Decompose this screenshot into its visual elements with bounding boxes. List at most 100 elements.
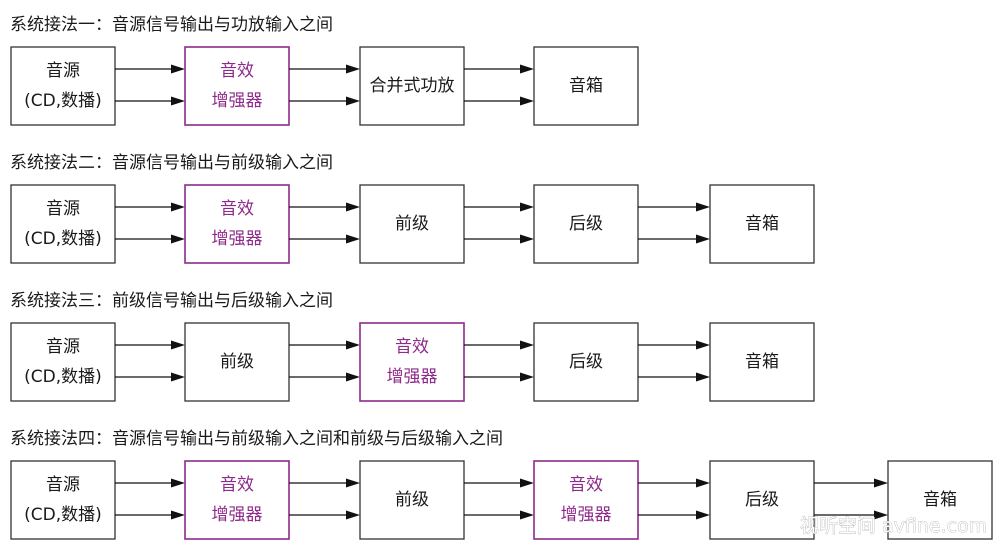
box-frame: [184, 322, 290, 402]
box-frame: [10, 46, 116, 126]
row-title: 系统接法四：音源信号输出与前级输入之间和前级与后级输入之间: [10, 429, 503, 449]
signal-arrow: [814, 478, 888, 488]
row-title: 系统接法二：音源信号输出与前级输入之间: [10, 153, 333, 173]
box-label: 增强器: [387, 367, 438, 387]
signal-arrow: [638, 340, 710, 350]
signal-arrow: [115, 372, 185, 382]
signal-arrow: [638, 234, 710, 244]
signal-arrow: [464, 64, 534, 74]
box-frame: [10, 460, 116, 540]
box-frame: [10, 184, 116, 264]
component-box: 音源(CD,数播): [10, 322, 116, 402]
box-label: (CD,数播): [24, 229, 102, 249]
box-frame: [709, 460, 815, 540]
signal-arrow: [115, 510, 185, 520]
box-label: 增强器: [212, 91, 263, 111]
signal-arrow: [289, 478, 360, 488]
box-frame: [709, 184, 815, 264]
box-label: 后级: [569, 352, 603, 372]
box-label: (CD,数播): [24, 91, 102, 111]
signal-arrow: [289, 64, 360, 74]
watermark: 视听空间 avfine.com: [800, 515, 987, 537]
signal-arrow: [638, 202, 710, 212]
box-label: 前级: [220, 352, 254, 372]
box-frame: [533, 322, 639, 402]
component-box: 音箱: [887, 460, 993, 540]
box-label: (CD,数播): [24, 367, 102, 387]
box-label: 增强器: [212, 229, 263, 249]
signal-arrow: [464, 96, 534, 106]
signal-arrow: [638, 510, 710, 520]
signal-arrow: [115, 234, 185, 244]
signal-arrow: [464, 340, 534, 350]
component-box: 合并式功放: [359, 46, 465, 126]
box-label: 音源: [46, 61, 80, 81]
signal-arrow: [115, 478, 185, 488]
signal-arrow: [115, 64, 185, 74]
signal-arrow: [289, 510, 360, 520]
box-frame: [533, 460, 639, 540]
box-label: 音效: [220, 199, 254, 219]
box-frame: [533, 46, 639, 126]
signal-arrow: [464, 510, 534, 520]
box-label: 音效: [220, 475, 254, 495]
component-box: 前级: [184, 322, 290, 402]
box-label: 增强器: [212, 505, 263, 525]
signal-arrow: [289, 234, 360, 244]
component-box: 音源(CD,数播): [10, 460, 116, 540]
box-label: 合并式功放: [370, 76, 455, 96]
box-frame: [359, 184, 465, 264]
box-label: 音源: [46, 475, 80, 495]
signal-arrow: [115, 202, 185, 212]
signal-arrow: [289, 340, 360, 350]
box-label: 音箱: [745, 352, 779, 372]
box-frame: [184, 46, 290, 126]
box-label: 前级: [395, 490, 429, 510]
signal-arrow: [115, 340, 185, 350]
signal-arrow: [464, 202, 534, 212]
signal-arrow: [115, 96, 185, 106]
rows-layer: 系统接法一：音源信号输出与功放输入之间音源(CD,数播)音效增强器合并式功放音箱…: [10, 15, 993, 540]
component-box: 音源 (CD,数播): [10, 184, 116, 264]
box-frame: [184, 460, 290, 540]
box-frame: [359, 460, 465, 540]
signal-arrow: [638, 372, 710, 382]
signal-arrow: [464, 372, 534, 382]
box-frame: [10, 322, 116, 402]
row-title: 系统接法一：音源信号输出与功放输入之间: [10, 15, 333, 35]
box-label: 音箱: [745, 214, 779, 234]
signal-arrow: [638, 478, 710, 488]
component-box: 后级: [533, 322, 639, 402]
box-label: 音箱: [569, 76, 603, 96]
box-label: 增强器: [561, 505, 612, 525]
component-box: 音源 (CD,数播): [10, 46, 116, 126]
row-title: 系统接法三：前级信号输出与后级输入之间: [10, 291, 333, 311]
box-label: 后级: [745, 490, 779, 510]
signal-arrow: [289, 96, 360, 106]
box-label: 后级: [569, 214, 603, 234]
box-label: 音效: [569, 475, 603, 495]
box-label: 音源: [46, 199, 80, 219]
signal-arrow: [464, 234, 534, 244]
signal-arrow: [289, 372, 360, 382]
box-label: 音效: [395, 337, 429, 357]
box-frame: [533, 184, 639, 264]
signal-arrow: [464, 478, 534, 488]
box-frame: [359, 46, 465, 126]
box-label: 音效: [220, 61, 254, 81]
box-label: 音箱: [923, 490, 957, 510]
component-box: 音箱: [533, 46, 639, 126]
box-frame: [359, 322, 465, 402]
component-box: 前级: [359, 184, 465, 264]
signal-arrow: [814, 510, 888, 520]
box-label: 前级: [395, 214, 429, 234]
